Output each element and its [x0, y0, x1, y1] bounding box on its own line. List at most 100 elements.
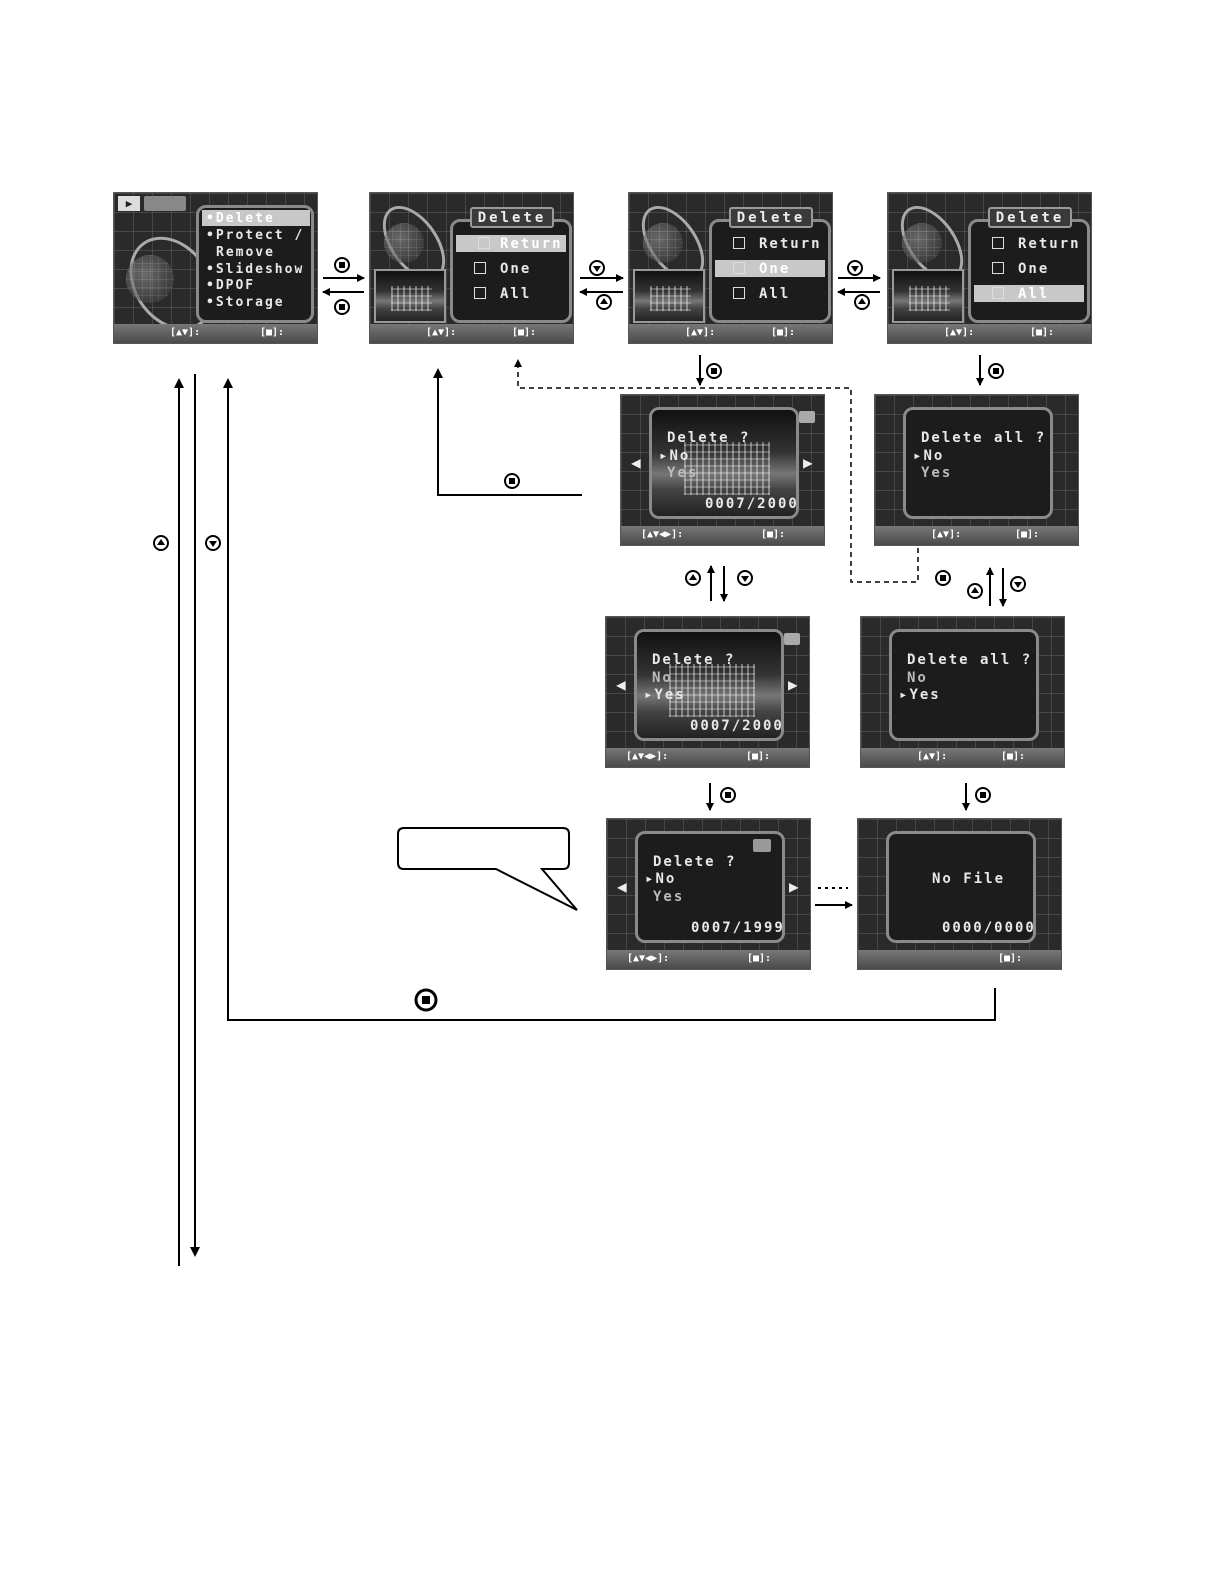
confirm-title: Delete ? — [667, 430, 751, 446]
option-yes[interactable]: ▸Yes — [899, 687, 941, 703]
ok-button-icon — [988, 363, 1004, 379]
up-button-icon — [854, 294, 870, 310]
confirm-title: Delete all ? — [921, 430, 1047, 446]
status-left: [▲▼]: — [685, 327, 716, 338]
next-arrow-icon[interactable]: ▶ — [789, 877, 799, 896]
ok-button-icon — [935, 570, 951, 586]
status-bar: [▲▼◀▶]: [■]: — [621, 526, 824, 545]
ok-button-icon — [414, 988, 438, 1012]
status-right: [■]: — [260, 327, 285, 338]
next-arrow-icon[interactable]: ▶ — [803, 453, 813, 472]
option-one[interactable]: One — [500, 261, 532, 277]
status-right: [■]: — [747, 953, 772, 964]
message-panel — [886, 831, 1036, 943]
option-yes[interactable]: ▸Yes — [644, 687, 686, 703]
file-counter: 0007/2000 — [705, 496, 799, 512]
return-icon — [478, 237, 490, 249]
up-button-icon — [596, 294, 612, 310]
down-button-icon — [847, 260, 863, 276]
return-icon — [992, 237, 1004, 249]
status-bar: [▲▼]: [■]: — [861, 748, 1064, 767]
menu-item-dpof[interactable]: •DPOF — [206, 278, 256, 293]
status-right: [■]: — [1015, 529, 1040, 540]
file-counter: 0007/1999 — [691, 920, 785, 936]
delete-one-icon — [474, 262, 486, 274]
menu-item-delete[interactable]: •Delete — [206, 211, 275, 226]
down-button-icon — [205, 535, 221, 551]
prev-arrow-icon[interactable]: ◀ — [616, 675, 626, 694]
prev-arrow-icon[interactable]: ◀ — [617, 877, 627, 896]
status-bar: [▲▼]: [■]: — [370, 324, 573, 343]
confirm-panel — [903, 407, 1053, 519]
delete-menu-return-screen: Delete Return One All [▲▼]: [■]: — [369, 192, 574, 344]
ok-button-icon — [334, 299, 350, 315]
prev-arrow-icon[interactable]: ◀ — [631, 453, 641, 472]
option-all[interactable]: All — [1018, 286, 1050, 302]
status-left: [▲▼◀▶]: — [627, 953, 670, 964]
return-icon — [733, 237, 745, 249]
option-yes[interactable]: Yes — [653, 889, 685, 905]
option-no[interactable]: ▸No — [645, 871, 677, 887]
globe-decoration-icon — [643, 223, 683, 263]
ok-button-icon — [334, 257, 350, 273]
status-right: [■]: — [746, 751, 771, 762]
delete-title: Delete — [470, 207, 554, 228]
confirm-panel — [634, 629, 784, 741]
delete-menu-one-screen: Delete Return One All [▲▼]: [■]: — [628, 192, 833, 344]
file-counter: 0000/0000 — [942, 920, 1036, 936]
confirm-delete-no-screen: ◀ ▶ Delete ? ▸No Yes 0007/2000 [▲▼◀▶]: [… — [620, 394, 825, 546]
status-left: [▲▼]: — [917, 751, 948, 762]
option-all[interactable]: All — [500, 286, 532, 302]
thumbnail-photo — [374, 269, 446, 323]
status-left: [▲▼]: — [931, 529, 962, 540]
option-return[interactable]: Return — [1018, 236, 1081, 252]
preview-photo — [637, 632, 781, 738]
option-one[interactable]: One — [1018, 261, 1050, 277]
thumbnail-photo — [633, 269, 705, 323]
option-no[interactable]: ▸No — [659, 448, 691, 464]
no-file-screen: No File 0000/0000 [■]: — [857, 818, 1062, 970]
status-bar: [▲▼]: [■]: — [629, 324, 832, 343]
globe-decoration-icon — [384, 223, 424, 263]
delete-menu-all-screen: Delete Return One All [▲▼]: [■]: — [887, 192, 1092, 344]
menu-item-protect[interactable]: •Protect / — [206, 228, 305, 243]
confirm-delete-all-no-screen: Delete all ? ▸No Yes [▲▼]: [■]: — [874, 394, 1079, 546]
option-highlight — [974, 285, 1084, 302]
confirm-delete-yes-screen: ◀ ▶ Delete ? No ▸Yes 0007/2000 [▲▼◀▶]: [… — [605, 616, 810, 768]
confirm-title: Delete ? — [653, 854, 737, 870]
confirm-delete-all-yes-screen: Delete all ? No ▸Yes [▲▼]: [■]: — [860, 616, 1065, 768]
camera-icon — [753, 839, 771, 852]
option-no[interactable]: ▸No — [913, 448, 945, 464]
option-all[interactable]: All — [759, 286, 791, 302]
down-button-icon — [589, 260, 605, 276]
globe-decoration-icon — [902, 223, 942, 263]
mode-tab-icon — [144, 196, 186, 211]
option-yes[interactable]: Yes — [921, 465, 953, 481]
status-left: [▲▼◀▶]: — [626, 751, 669, 762]
file-counter: 0007/2000 — [690, 718, 784, 734]
status-right: [■]: — [761, 529, 786, 540]
option-no[interactable]: No — [907, 670, 928, 686]
menu-item-storage[interactable]: •Storage — [206, 295, 285, 310]
option-one[interactable]: One — [759, 261, 791, 277]
delete-one-icon — [992, 262, 1004, 274]
menu-item-slideshow[interactable]: •Slideshow — [206, 262, 305, 277]
up-button-icon — [685, 570, 701, 586]
delete-title: Delete — [988, 207, 1072, 228]
status-right: [■]: — [1001, 751, 1026, 762]
status-left: [▲▼]: — [944, 327, 975, 338]
thumbnail-photo — [892, 269, 964, 323]
option-no[interactable]: No — [652, 670, 673, 686]
ok-button-icon — [504, 473, 520, 489]
down-button-icon — [1010, 576, 1026, 592]
menu-item-remove: Remove — [216, 245, 275, 260]
ok-button-icon — [975, 787, 991, 803]
option-return[interactable]: Return — [759, 236, 822, 252]
status-right: [■]: — [771, 327, 796, 338]
video-icon — [799, 411, 815, 423]
option-yes[interactable]: Yes — [667, 465, 699, 481]
next-arrow-icon[interactable]: ▶ — [788, 675, 798, 694]
option-return[interactable]: Return — [500, 236, 563, 252]
